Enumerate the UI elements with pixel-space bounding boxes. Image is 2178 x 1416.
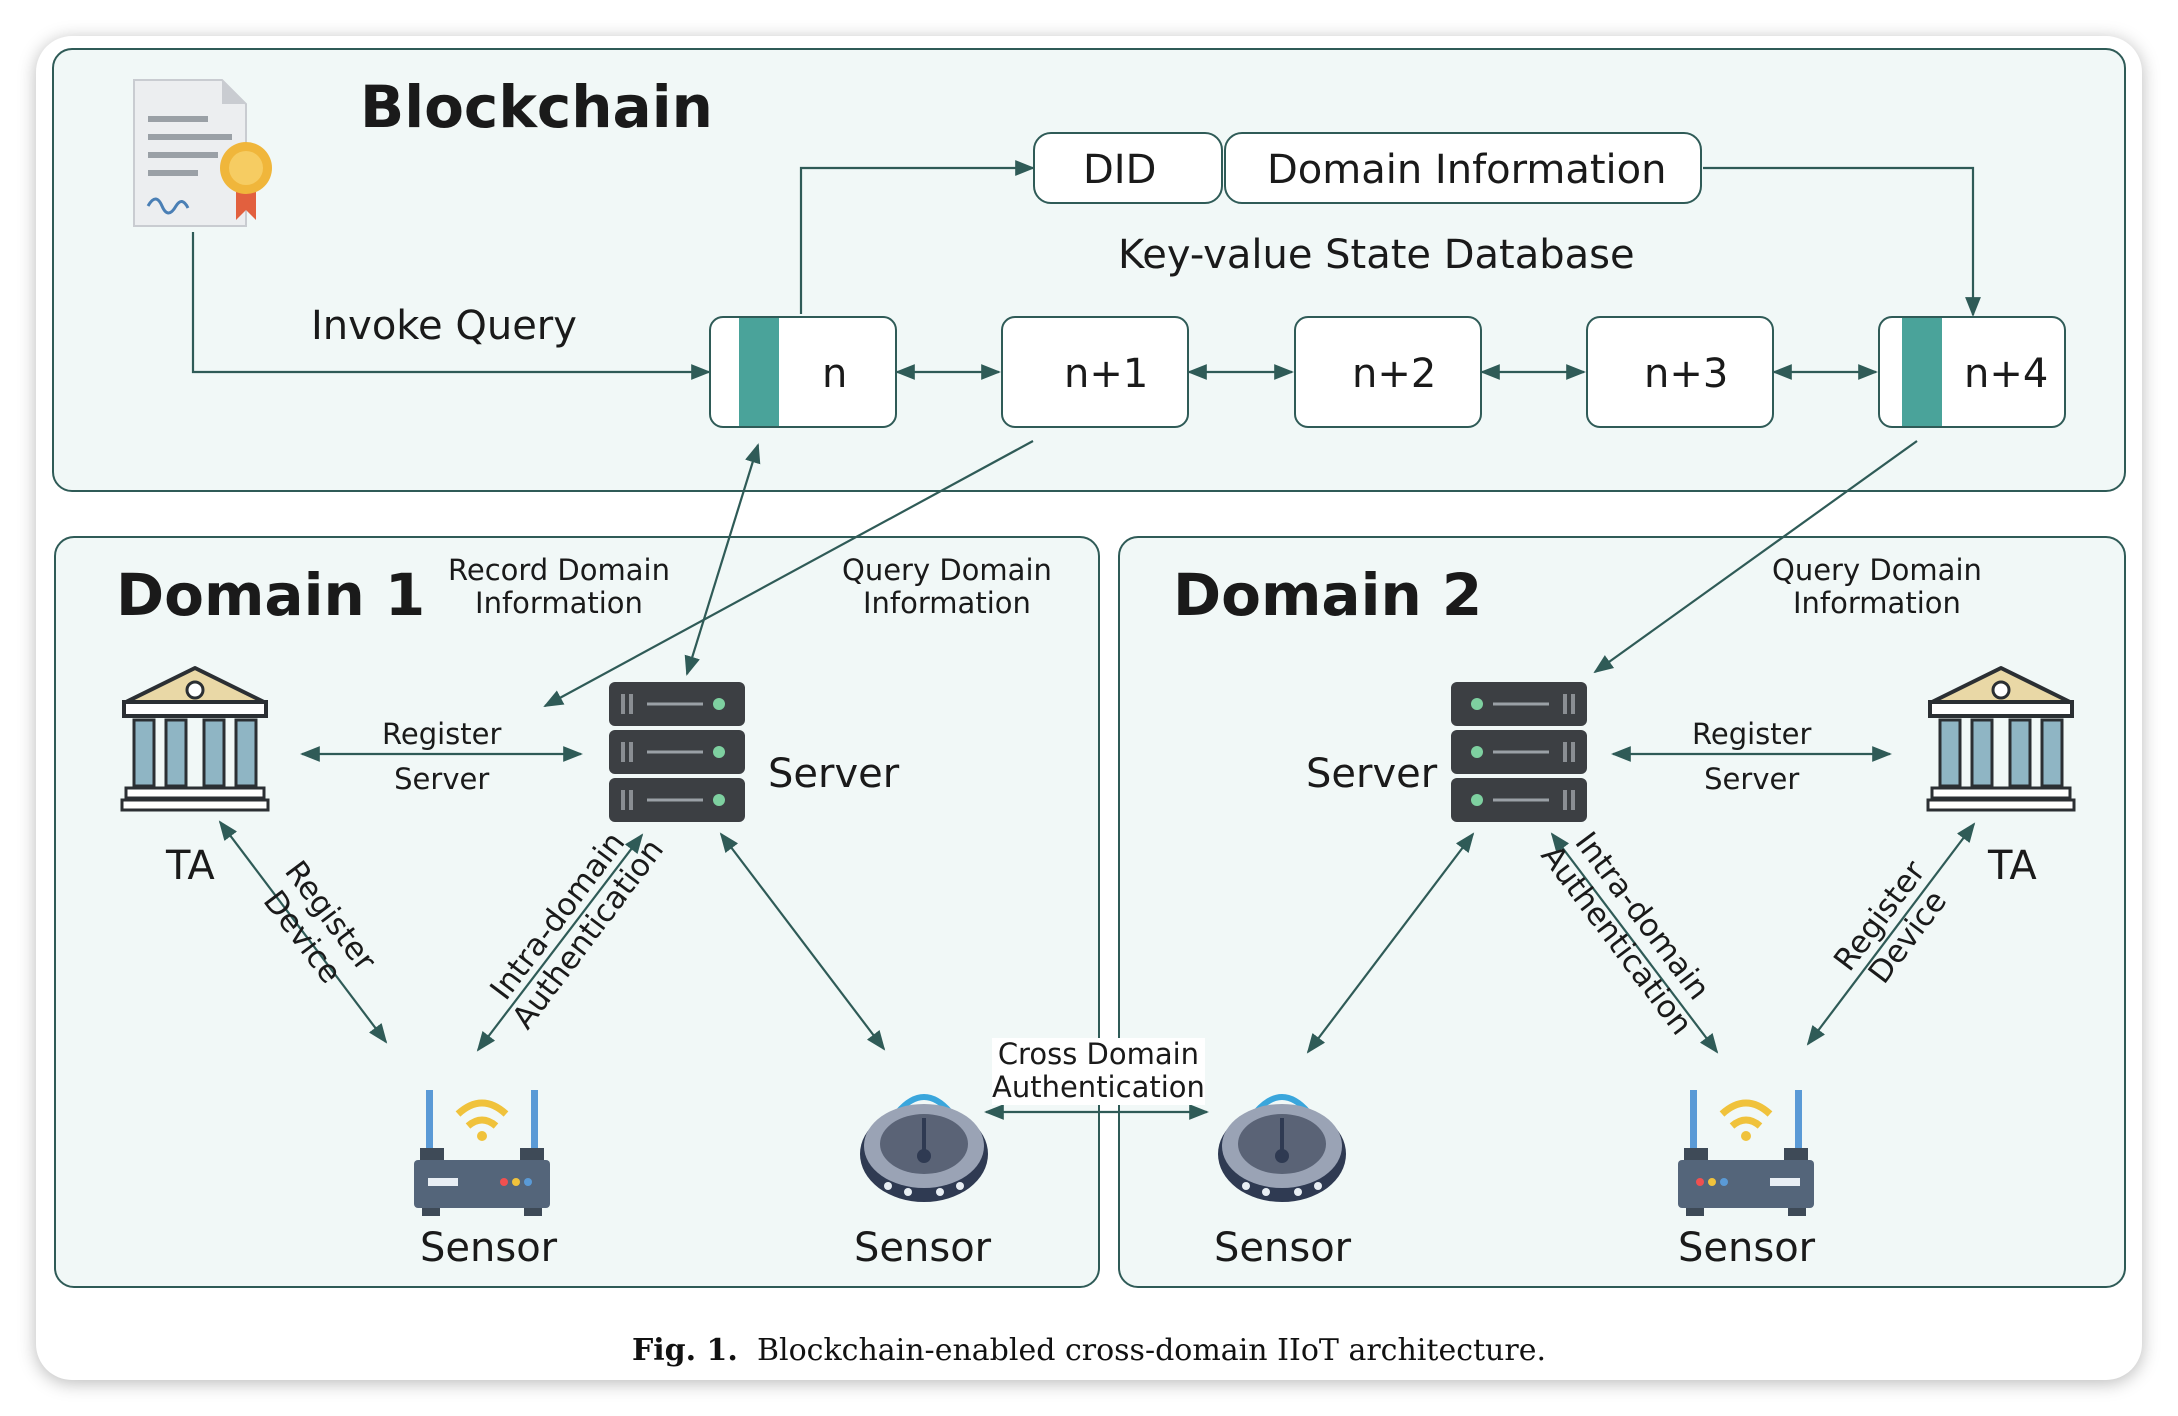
domain1-title: Domain 1	[116, 561, 426, 629]
ta-building-icon	[120, 666, 270, 812]
register-device1-arrow	[218, 820, 388, 1044]
hub-sensor-icon	[1218, 1094, 1346, 1202]
server1-sensor-arrow	[719, 832, 886, 1051]
block-n-label: n	[822, 351, 848, 397]
block-n4	[1878, 316, 2066, 428]
sensor-router1-label: Sensor	[420, 1225, 558, 1271]
sensor-hub1-label: Sensor	[854, 1225, 992, 1271]
ta-building-icon	[1926, 666, 2076, 812]
block-n3	[1586, 316, 1774, 428]
sensor-router2-label: Sensor	[1678, 1225, 1816, 1271]
server2-label: Server	[1306, 751, 1438, 797]
domain-info-box	[1224, 132, 1702, 204]
figure-card: Blockchain Invoke Query DID Domain Infor…	[36, 36, 2142, 1380]
server-icon	[1451, 682, 1587, 822]
caption-text: Blockchain-enabled cross-domain IIoT arc…	[756, 1333, 1547, 1368]
server1-label: Server	[768, 751, 900, 797]
connector-layer	[191, 160, 1981, 1120]
intra-auth2-arrow	[1550, 832, 1719, 1054]
domain2-title: Domain 2	[1173, 561, 1483, 629]
block-n1-label: n+1	[1064, 351, 1149, 397]
register-device2-arrow	[1806, 822, 1976, 1046]
block-n2	[1294, 316, 1482, 428]
block-n2-label: n+2	[1352, 351, 1437, 397]
domain-info-to-block-arrow	[1703, 166, 1981, 317]
sensor-hub2-label: Sensor	[1214, 1225, 1352, 1271]
hub-sensor-icon	[860, 1094, 988, 1202]
query-domain1-arrow	[543, 440, 1034, 707]
query-domain2-arrow	[1593, 440, 1918, 674]
query-domain1-label: Query Domain Information	[842, 553, 1052, 621]
router-sensor-icon	[1678, 1090, 1814, 1216]
register-server1-label: Register Server	[382, 717, 502, 796]
ta2-label: TA	[1988, 843, 2037, 889]
caption-prefix: Fig. 1.	[631, 1333, 738, 1368]
block-n	[709, 316, 897, 428]
intra-auth1-arrow	[476, 833, 644, 1052]
server-icon	[609, 682, 745, 822]
did-box	[1033, 132, 1223, 204]
invoke-query-label: Invoke Query	[311, 303, 577, 349]
block-n1	[1001, 316, 1189, 428]
router-sensor-icon	[414, 1090, 550, 1216]
block-n4-label: n+4	[1964, 351, 2049, 397]
blockchain-title: Blockchain	[360, 73, 713, 141]
block-n3-label: n+3	[1644, 351, 1729, 397]
block-accent	[1902, 318, 1942, 426]
domain-info-label: Domain Information	[1267, 147, 1667, 193]
invoke-query-arrow	[191, 232, 711, 380]
record-domain-arrow	[684, 443, 761, 676]
cross-domain-label: Cross Domain Authentication	[992, 1037, 1205, 1105]
server2-sensor-arrow	[1306, 832, 1475, 1054]
block-accent	[739, 318, 779, 426]
certificate-icon	[133, 79, 272, 227]
block-to-did-arrow	[799, 160, 1035, 314]
figure-caption: Fig. 1. Blockchain-enabled cross-domain …	[36, 1333, 2142, 1368]
query-domain2-label: Query Domain Information	[1772, 553, 1982, 621]
database-label: Key-value State Database	[1118, 232, 1635, 278]
register-server2-label: Register Server	[1692, 717, 1812, 796]
record-domain-label: Record Domain Information	[448, 553, 670, 621]
ta1-label: TA	[166, 843, 215, 889]
did-label: DID	[1083, 147, 1157, 193]
